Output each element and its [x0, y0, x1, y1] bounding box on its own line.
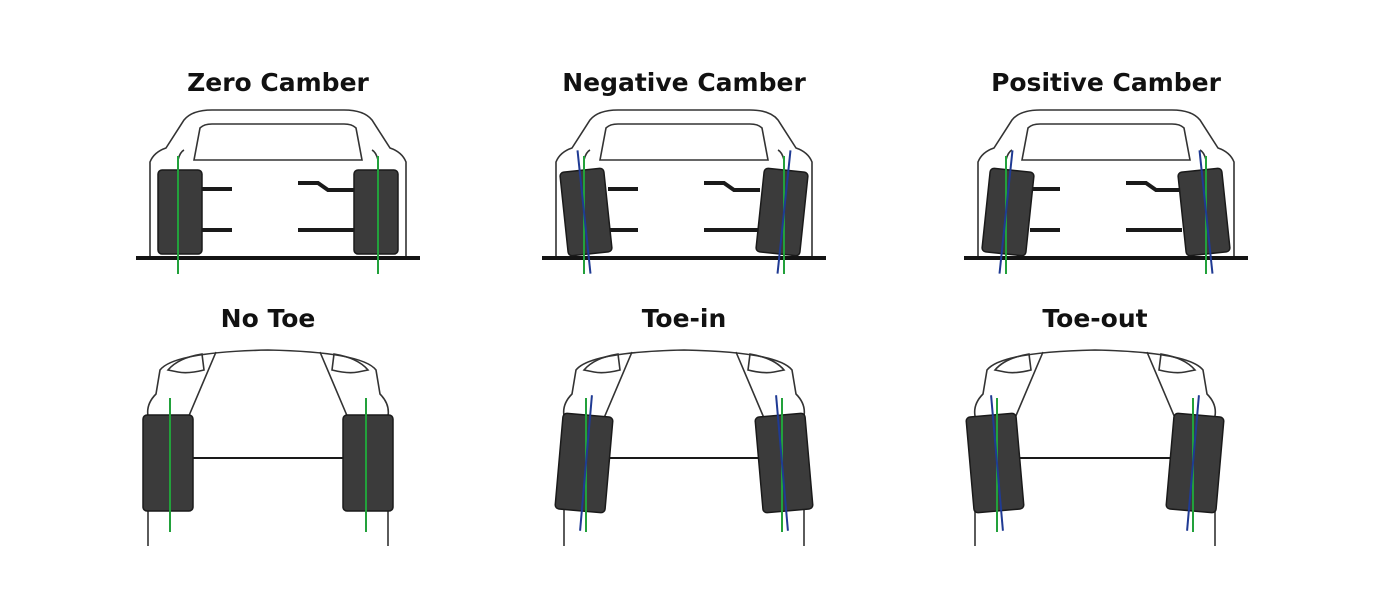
front-view-drawing [136, 109, 420, 274]
mirror-outline [1005, 149, 1207, 161]
front-view-drawing [964, 109, 1248, 274]
right-tire [1177, 167, 1231, 257]
diagram-title: Positive Camber [991, 68, 1221, 97]
left-tire [559, 167, 613, 257]
hood-lines [1014, 351, 1176, 419]
car-body-outline [146, 349, 390, 546]
ground-line [136, 256, 420, 260]
mirror-outline [583, 149, 785, 161]
car-body-outline [555, 109, 813, 256]
diagram-no-toe: No Toe [118, 300, 418, 550]
right-tire [755, 167, 809, 257]
diagram-positive-camber: Positive Camber [956, 60, 1256, 310]
right-tire [342, 414, 394, 512]
diagram-title: Negative Camber [562, 68, 806, 97]
left-camber-line [576, 150, 592, 274]
left-tire [981, 167, 1035, 257]
diagram-title: Toe-out [1042, 304, 1148, 333]
car-body-outline [562, 349, 806, 546]
car-body-outline [149, 109, 407, 256]
diagram-zero-camber: Zero Camber [128, 60, 428, 310]
left-suspension-arm [1030, 187, 1060, 232]
right-toe-line [1186, 395, 1200, 531]
left-tire [157, 169, 203, 255]
left-suspension-arm [608, 187, 638, 232]
left-toe-line [990, 395, 1004, 531]
windshield-outline [193, 123, 363, 161]
car-body-outline [977, 109, 1235, 256]
diagram-toe-in: Toe-in [534, 300, 834, 550]
right-camber-line [1198, 150, 1214, 274]
ground-line [542, 256, 826, 260]
right-camber-line [776, 150, 792, 274]
right-tire [1165, 412, 1225, 514]
headlight-outline [582, 353, 786, 374]
diagram-negative-camber: Negative Camber [534, 60, 834, 310]
right-tire [353, 169, 399, 255]
diagram-title: No Toe [220, 304, 316, 333]
hood-lines [603, 351, 765, 419]
right-suspension-arm [704, 181, 760, 232]
headlight-outline [993, 353, 1197, 374]
right-suspension-arm [298, 181, 354, 232]
diagram-title: Zero Camber [187, 68, 369, 97]
top-view-drawing [142, 349, 394, 546]
left-tire [142, 414, 194, 512]
windshield-outline [599, 123, 769, 161]
left-tire [554, 412, 614, 514]
front-view-drawing [542, 109, 826, 274]
hood-lines [187, 351, 349, 419]
right-toe-line [775, 395, 789, 531]
right-tire [754, 412, 814, 514]
ground-line [964, 256, 1248, 260]
car-body-outline [973, 349, 1217, 546]
left-toe-line [579, 395, 593, 531]
left-tire [965, 412, 1025, 514]
mirror-outline [177, 149, 379, 161]
left-suspension-arm [202, 187, 232, 232]
diagram-toe-out: Toe-out [945, 300, 1245, 550]
windshield-outline [1021, 123, 1191, 161]
right-suspension-arm [1126, 181, 1182, 232]
top-view-drawing [965, 349, 1225, 546]
headlight-outline [166, 353, 370, 374]
diagram-title: Toe-in [641, 304, 727, 333]
left-camber-line [998, 150, 1014, 274]
top-view-drawing [554, 349, 814, 546]
